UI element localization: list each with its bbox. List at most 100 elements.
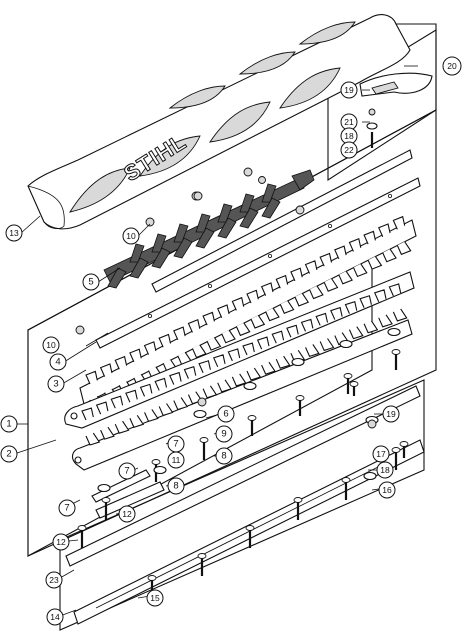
bolt-head bbox=[151, 459, 161, 465]
svg-text:17: 17 bbox=[376, 449, 386, 459]
nut bbox=[193, 191, 203, 201]
svg-text:18: 18 bbox=[344, 131, 354, 141]
bolt-head bbox=[77, 525, 87, 531]
callout-2: 2 bbox=[0, 445, 18, 463]
bolt-head bbox=[341, 477, 351, 483]
bolt-head bbox=[295, 395, 305, 401]
washer bbox=[339, 339, 353, 349]
bolt-head bbox=[199, 437, 209, 443]
svg-text:8: 8 bbox=[221, 451, 226, 462]
callout-8-b: 8 bbox=[167, 477, 185, 495]
svg-text:7: 7 bbox=[64, 503, 69, 514]
spacer-plate-11 bbox=[95, 481, 165, 519]
callout-4: 4 bbox=[49, 353, 67, 371]
svg-text:16: 16 bbox=[382, 485, 392, 495]
svg-text:12: 12 bbox=[122, 509, 132, 519]
bolt-head bbox=[101, 497, 111, 503]
nut bbox=[367, 419, 377, 429]
callout-11: 11 bbox=[167, 451, 185, 469]
bolt-head bbox=[349, 381, 359, 387]
washer bbox=[193, 409, 207, 419]
rail-slot-15 bbox=[95, 465, 381, 609]
bolt-head bbox=[343, 373, 353, 379]
svg-text:10: 10 bbox=[46, 340, 56, 350]
callout-18-lower: 18 bbox=[376, 461, 394, 479]
callout-23: 23 bbox=[45, 571, 63, 589]
svg-text:1: 1 bbox=[6, 419, 11, 430]
svg-text:22: 22 bbox=[344, 145, 354, 155]
upper-guide-rail bbox=[151, 149, 413, 293]
washer bbox=[153, 465, 167, 475]
callout-10-lower: 10 bbox=[42, 336, 60, 354]
svg-text:20: 20 bbox=[447, 61, 457, 71]
callout-17: 17 bbox=[372, 445, 390, 463]
svg-text:21: 21 bbox=[344, 117, 354, 127]
washer bbox=[363, 471, 377, 481]
guide-plate-4 bbox=[95, 177, 421, 349]
cutter-blade-3 bbox=[79, 215, 417, 410]
guide-bracket bbox=[103, 169, 315, 289]
svg-text:2: 2 bbox=[6, 449, 11, 460]
callout-19-upper: 19 bbox=[340, 81, 358, 99]
svg-text:23: 23 bbox=[49, 575, 59, 585]
blade-cover: STIHL bbox=[27, 14, 411, 230]
bolt-head bbox=[197, 553, 207, 559]
svg-text:19: 19 bbox=[344, 85, 354, 95]
svg-text:5: 5 bbox=[88, 277, 93, 288]
svg-text:11: 11 bbox=[172, 455, 181, 465]
cutter-blade-2 bbox=[64, 271, 415, 471]
bolt-head bbox=[391, 349, 401, 355]
callout-13: 13 bbox=[5, 224, 23, 242]
nut bbox=[75, 325, 85, 335]
callout-16: 16 bbox=[378, 481, 396, 499]
callout-9: 9 bbox=[215, 425, 233, 443]
svg-text:8: 8 bbox=[173, 481, 178, 492]
callout-12-a: 12 bbox=[118, 505, 136, 523]
bolt-head bbox=[293, 497, 303, 503]
bolt-head bbox=[391, 447, 401, 453]
callout-6: 6 bbox=[217, 405, 235, 423]
washer bbox=[387, 327, 401, 337]
lower-frame bbox=[59, 379, 425, 631]
nut bbox=[295, 205, 305, 215]
bolt-head bbox=[245, 525, 255, 531]
callout-12-b: 12 bbox=[52, 533, 70, 551]
svg-text:19: 19 bbox=[386, 409, 396, 419]
callout-7-b: 7 bbox=[118, 462, 136, 480]
bolt-head bbox=[247, 415, 257, 421]
callout-22: 22 bbox=[340, 141, 358, 159]
bolt-head bbox=[399, 441, 409, 447]
callout-14: 14 bbox=[46, 608, 64, 626]
svg-text:10: 10 bbox=[126, 231, 136, 241]
callout-19-lower: 19 bbox=[382, 405, 400, 423]
callout-10-upper: 10 bbox=[122, 227, 140, 245]
callout-8-a: 8 bbox=[215, 447, 233, 465]
svg-text:7: 7 bbox=[124, 466, 129, 477]
guide-rail-23 bbox=[65, 385, 421, 567]
svg-text:13: 13 bbox=[9, 228, 19, 238]
bolts-and-washers bbox=[75, 191, 409, 598]
callout-7-c: 7 bbox=[58, 499, 76, 517]
svg-text:4: 4 bbox=[55, 357, 60, 368]
callout-5: 5 bbox=[82, 273, 100, 291]
svg-text:7: 7 bbox=[173, 439, 178, 450]
bolt-head bbox=[147, 575, 157, 581]
svg-text:18: 18 bbox=[380, 465, 390, 475]
washer bbox=[97, 483, 111, 493]
svg-text:6: 6 bbox=[223, 409, 228, 420]
svg-text:15: 15 bbox=[150, 593, 160, 603]
end-cap-20 bbox=[359, 72, 433, 148]
callout-20: 20 bbox=[442, 56, 462, 76]
callout-1: 1 bbox=[0, 415, 18, 433]
svg-text:14: 14 bbox=[50, 612, 60, 622]
washer bbox=[291, 357, 305, 367]
svg-text:9: 9 bbox=[221, 429, 226, 440]
nut bbox=[197, 397, 207, 407]
callout-15: 15 bbox=[146, 589, 164, 607]
washer bbox=[243, 381, 257, 391]
svg-text:3: 3 bbox=[53, 379, 58, 390]
svg-text:12: 12 bbox=[56, 537, 66, 547]
callout-7-a: 7 bbox=[167, 435, 185, 453]
